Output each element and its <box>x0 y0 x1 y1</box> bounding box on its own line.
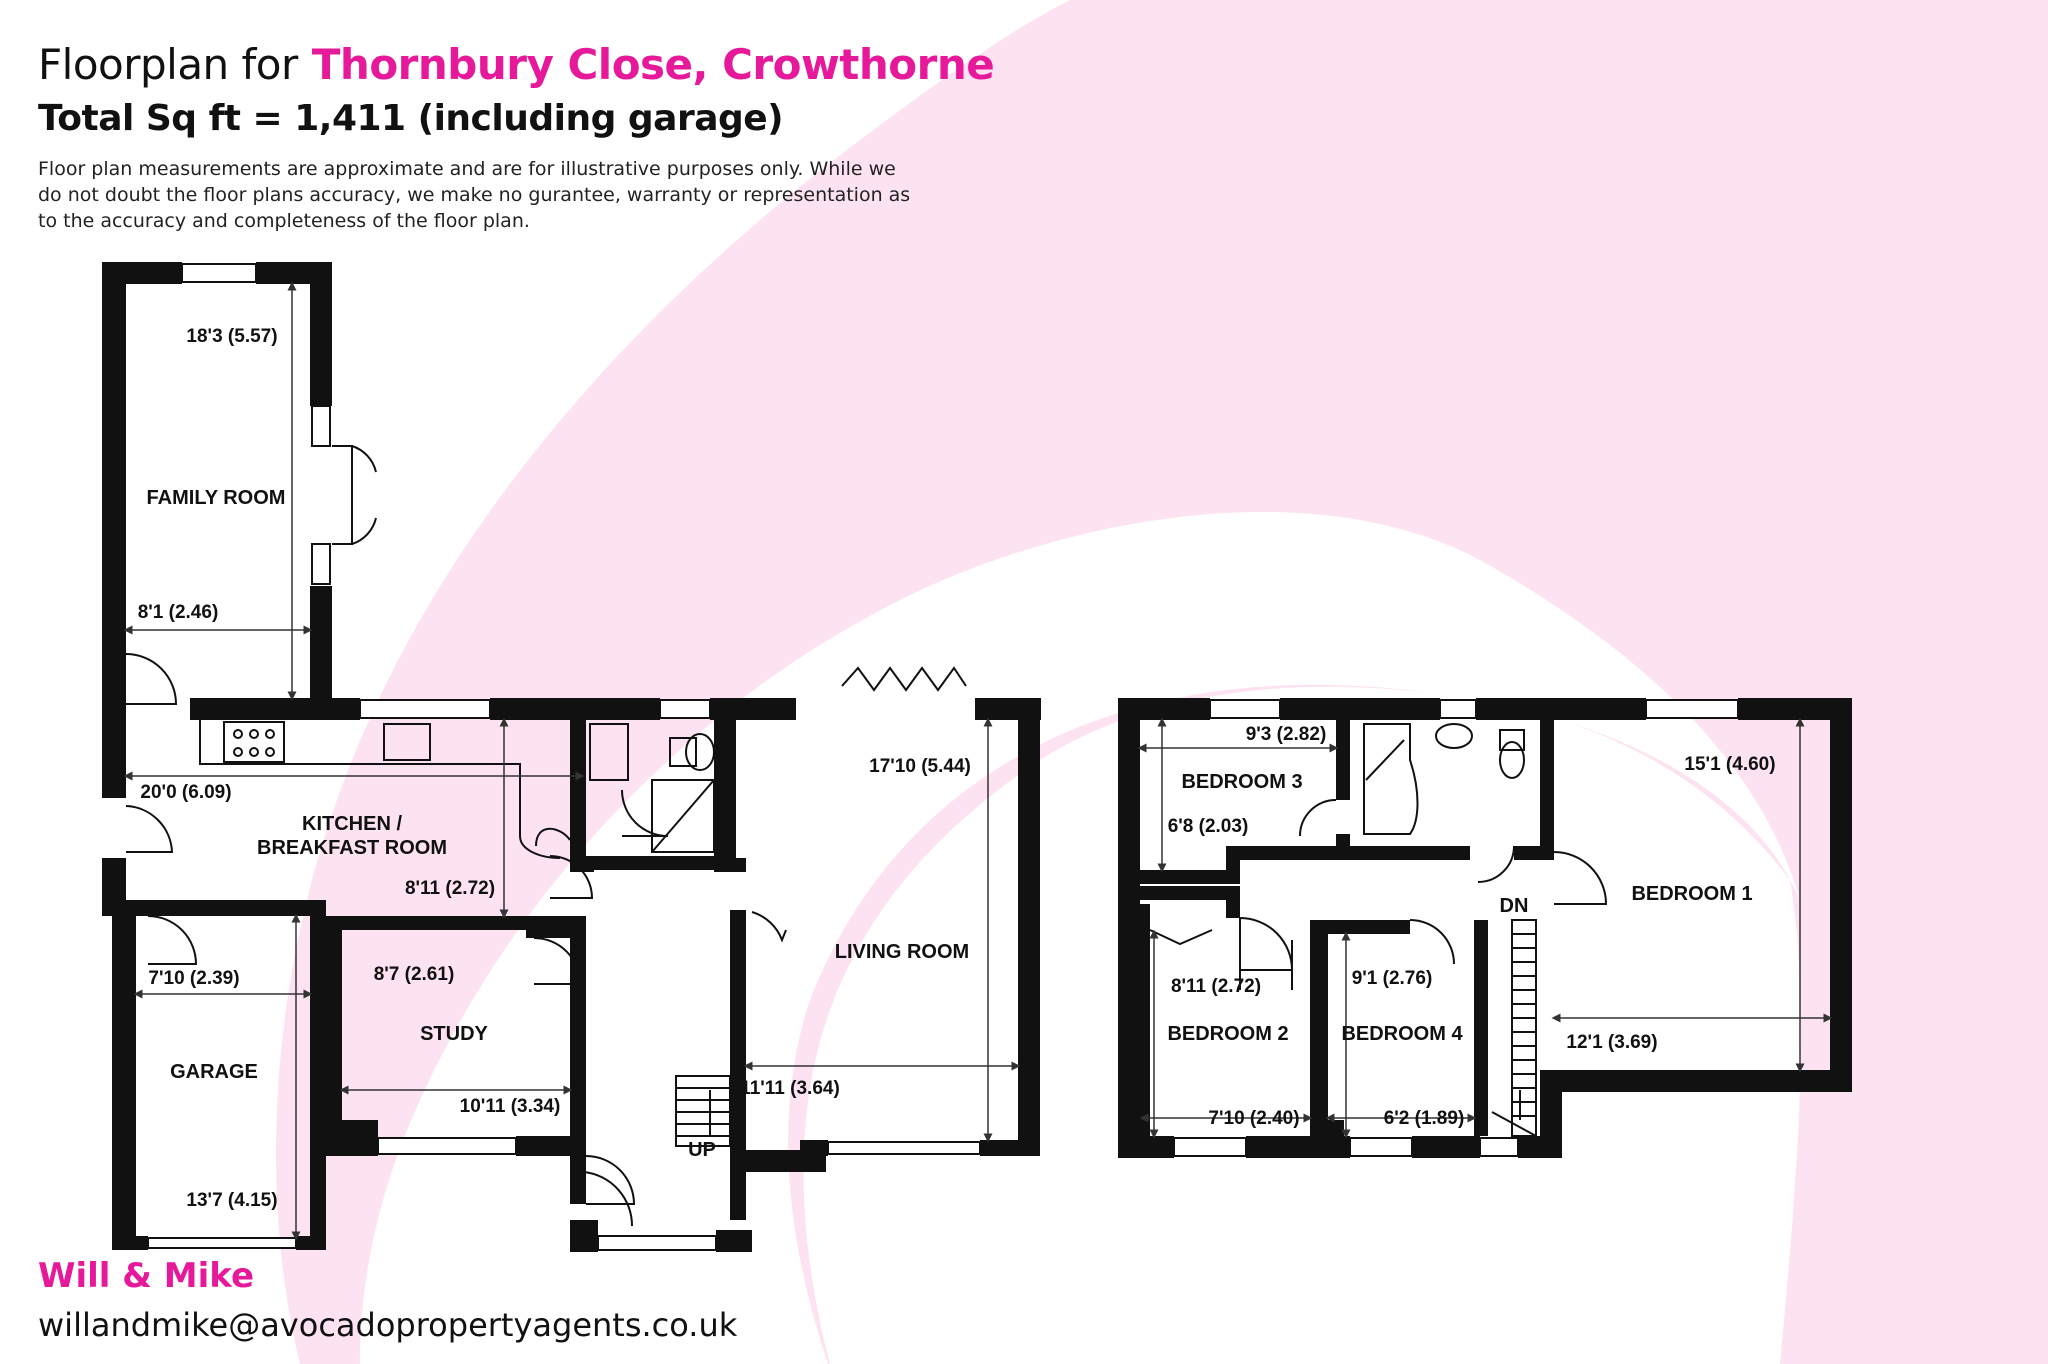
stairs-down-label: DN <box>1500 895 1529 917</box>
family-room-label: FAMILY ROOM <box>147 487 286 509</box>
bedroom-3-label: BEDROOM 3 <box>1181 771 1302 793</box>
agent-email-link[interactable]: willandmike@avocadopropertyagents.co.uk <box>38 1306 738 1344</box>
kitchen-fittings <box>199 720 731 1147</box>
bed3-length: 6'8 (2.03) <box>1168 816 1249 837</box>
kitchen-label-line1: KITCHEN / <box>302 813 402 835</box>
family-length: 18'3 (5.57) <box>186 326 277 347</box>
bed4-width: 6'2 (1.89) <box>1384 1108 1465 1129</box>
first-floor: BEDROOM 3 BEDROOM 1 BEDROOM 2 BEDROOM 4 … <box>1118 698 1852 1158</box>
disclaimer-text: Floor plan measurements are approximate … <box>38 158 911 232</box>
page-title: Floorplan for Thornbury Close, Crowthorne <box>38 40 995 89</box>
bedroom-4-label: BEDROOM 4 <box>1341 1023 1463 1045</box>
study-width: 8'7 (2.61) <box>374 964 455 985</box>
stairs-up-label: UP <box>688 1139 716 1161</box>
first-dim-lines <box>1137 717 1833 1139</box>
property-address: Thornbury Close, Crowthorne <box>311 40 995 89</box>
kitchen-label-line2: BREAKFAST ROOM <box>257 837 447 859</box>
ground-windows <box>147 263 981 1251</box>
bed4-length: 9'1 (2.76) <box>1352 968 1433 989</box>
first-fittings <box>1149 723 1608 1137</box>
agent-name: Will & Mike <box>38 1256 255 1296</box>
bedroom-1-label: BEDROOM 1 <box>1631 883 1752 905</box>
living-length: 17'10 (5.44) <box>869 756 971 777</box>
title-prefix: Floorplan for <box>38 40 298 89</box>
living-room-label: LIVING ROOM <box>835 941 969 963</box>
family-width: 8'1 (2.46) <box>138 602 219 623</box>
study-length: 10'11 (3.34) <box>460 1096 561 1117</box>
kitchen-length: 20'0 (6.09) <box>140 782 231 803</box>
garage-length: 13'7 (4.15) <box>186 1190 277 1211</box>
bed1-length: 15'1 (4.60) <box>1684 754 1775 775</box>
garage-label: GARAGE <box>170 1061 258 1083</box>
total-area: Total Sq ft = 1,411 (including garage) <box>38 98 784 139</box>
bed3-width: 9'3 (2.82) <box>1246 724 1327 745</box>
ground-dim-lines <box>123 281 1021 1241</box>
ground-doors <box>125 445 967 1227</box>
living-width: 11'11 (3.64) <box>740 1078 840 1099</box>
bed2-width: 7'10 (2.40) <box>1208 1108 1299 1129</box>
bedroom-2-label: BEDROOM 2 <box>1167 1023 1288 1045</box>
garage-width: 7'10 (2.39) <box>148 968 239 989</box>
ground-floor: FAMILY ROOM KITCHEN / BREAKFAST ROOM STU… <box>102 262 1041 1252</box>
first-walls <box>1118 698 1852 1158</box>
study-label: STUDY <box>420 1023 488 1045</box>
bed2-length: 8'11 (2.72) <box>1171 976 1261 997</box>
ground-walls <box>102 262 1041 1252</box>
kitchen-width: 8'11 (2.72) <box>405 878 495 899</box>
first-windows <box>1173 699 1739 1157</box>
bed1-width: 12'1 (3.69) <box>1566 1032 1657 1053</box>
